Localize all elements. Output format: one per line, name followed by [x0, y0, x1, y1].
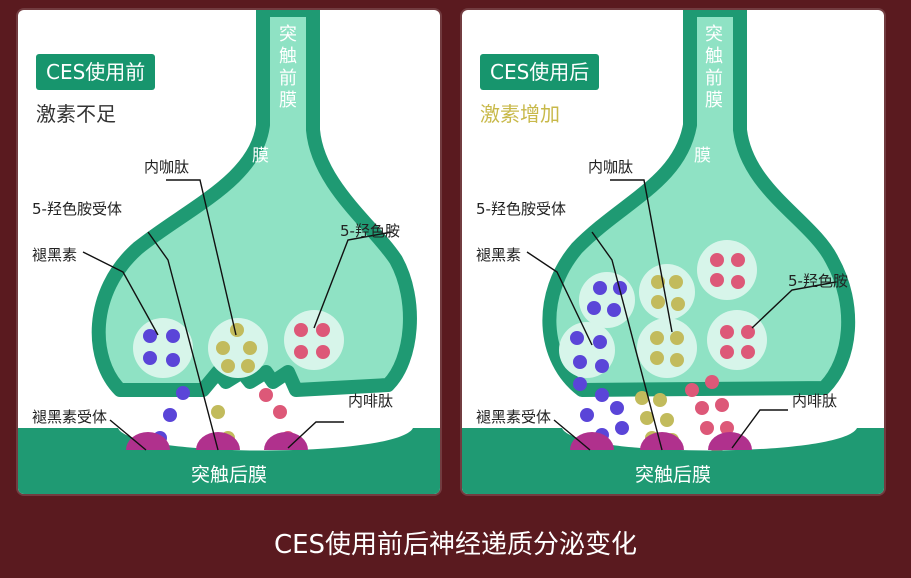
figure-caption: CES使用前后神经递质分泌变化: [273, 530, 638, 560]
panel-before: CES使用前 激素不足 突触前膜 膜 内咖肽 5-羟色胺受体 褪黑素 5-羟色胺…: [18, 10, 440, 494]
postsynaptic-membrane: [462, 428, 884, 494]
presynaptic-label: 突触前膜: [279, 24, 297, 111]
vesicle-serotonin: [284, 310, 344, 370]
receptor-3: [264, 432, 308, 450]
endorphin-post-label: 内啡肽: [348, 392, 394, 410]
receptor-2: [196, 432, 240, 450]
melatonin-receptor-label: 褪黑素受体: [32, 408, 108, 426]
serotonin-label: 5-羟色胺: [340, 222, 400, 240]
receptor-1: [570, 432, 614, 450]
postsynaptic-membrane: [18, 428, 440, 494]
synapse-diagram-after: [462, 10, 884, 494]
presynaptic-label: 突触前膜: [705, 24, 723, 111]
serotonin-receptor-label: 5-羟色胺受体: [476, 200, 566, 218]
panel-title: CES使用后: [480, 54, 600, 90]
endorphin-post-label: 内啡肽: [792, 392, 838, 410]
membrane-fragment: 膜: [252, 146, 269, 166]
serotonin-receptor-label: 5-羟色胺受体: [32, 200, 122, 218]
melatonin-label: 褪黑素: [476, 246, 522, 264]
postsynaptic-label: 突触后膜: [190, 464, 267, 486]
endorphin-label: 内咖肽: [144, 158, 190, 176]
receptor-1: [126, 432, 170, 450]
panel-title: CES使用前: [36, 54, 156, 90]
endorphin-label: 内咖肽: [588, 158, 634, 176]
vesicle-melatonin: [133, 318, 193, 378]
melatonin-receptor-label: 褪黑素受体: [476, 408, 552, 426]
membrane-fragment: 膜: [694, 146, 711, 166]
status-text: 激素增加: [480, 102, 560, 126]
receptor-2: [640, 432, 684, 450]
serotonin-label: 5-羟色胺: [788, 272, 848, 290]
receptor-3: [708, 432, 752, 450]
status-text: 激素不足: [36, 102, 116, 126]
panel-after: CES使用后 激素增加 突触前膜 膜 内咖肽 5-羟色胺受体 褪黑素 5-羟色胺…: [462, 10, 884, 494]
postsynaptic-label: 突触后膜: [634, 464, 711, 486]
synapse-diagram-before: [18, 10, 440, 494]
melatonin-label: 褪黑素: [32, 246, 78, 264]
